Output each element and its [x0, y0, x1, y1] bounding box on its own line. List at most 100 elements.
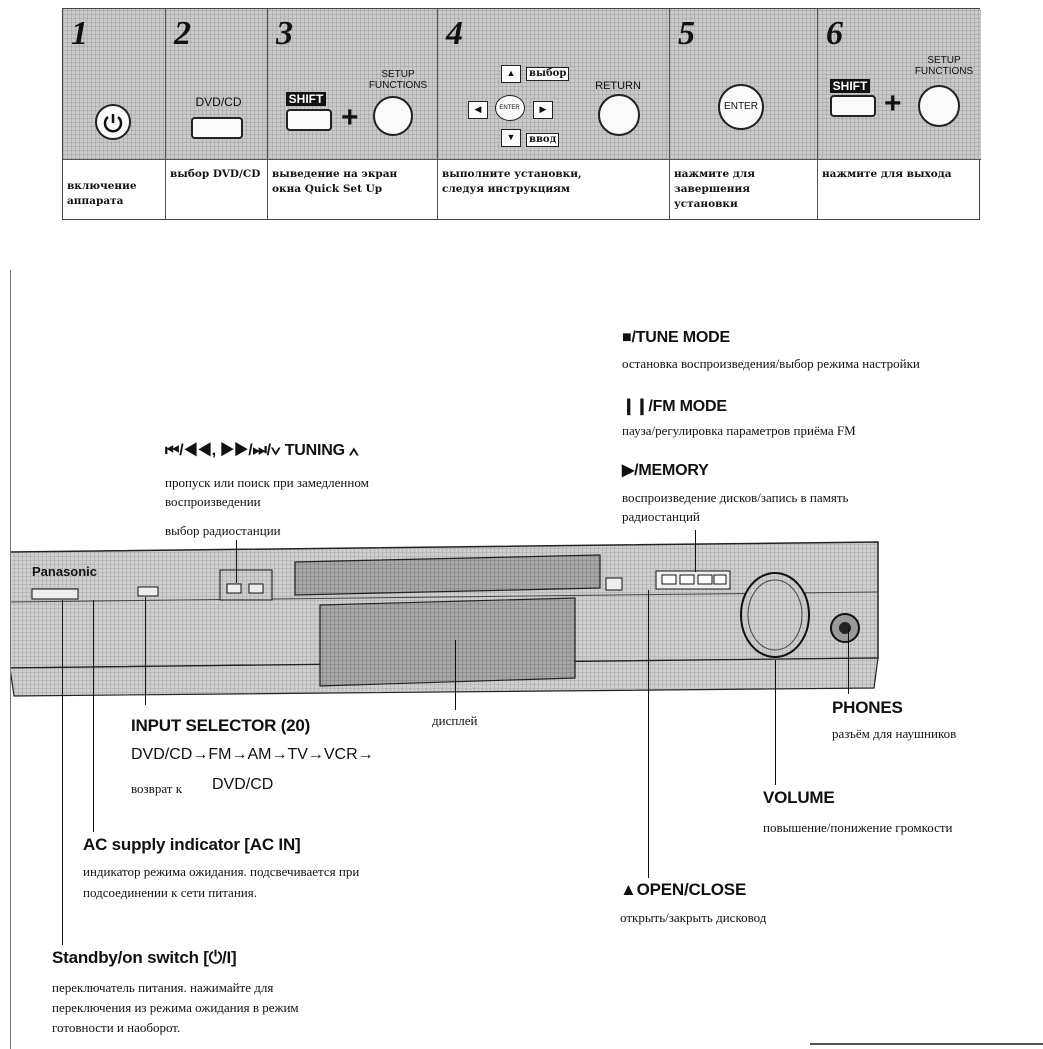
ac-in-title: AC supply indicator [AC IN]	[83, 835, 301, 854]
arrow-up-key: ▲	[501, 65, 521, 83]
open-close-button[interactable]	[605, 577, 623, 591]
skip-forward-button[interactable]	[248, 583, 264, 594]
step-2-illustration: 2 DVD/CD	[166, 9, 267, 160]
arrow-right-key: ▶	[533, 101, 553, 119]
power-icon	[103, 114, 123, 133]
step-caption: выполните установки, следуя инструкциям	[442, 168, 582, 195]
open-close-title: ▲OPEN/CLOSE	[620, 880, 747, 899]
leader-tuning	[236, 540, 237, 583]
return-button-illustration	[598, 94, 640, 136]
brand-logo: Panasonic	[32, 564, 97, 579]
input-selector-back-prefix: возврат к	[131, 781, 183, 796]
power-button-illustration	[95, 104, 131, 140]
leader-ac-in	[93, 600, 94, 832]
step-1-illustration: 1	[63, 9, 165, 160]
volume-title: VOLUME	[763, 788, 835, 807]
stop-button[interactable]	[661, 574, 677, 585]
leader-display	[455, 640, 456, 710]
phones-title: PHONES	[832, 698, 903, 717]
enter-button-illustration: ENTER	[718, 84, 764, 130]
display-label: дисплей	[432, 713, 478, 728]
dvd-cd-button-label: DVD/CD	[195, 95, 242, 109]
enter-center-button: ENTER	[495, 95, 525, 121]
setup-steps-strip: 1 включение аппарата 2 DVD/CD выбор DVD/…	[62, 8, 981, 220]
setup-button-illustration	[373, 96, 413, 136]
standby-desc-line3: готовности и наоборот.	[52, 1020, 181, 1035]
memory-desc-line1: воспроизведение дисков/запись в память	[622, 490, 849, 505]
shift-button-illustration	[286, 109, 332, 131]
standby-desc-line1: переключатель питания. нажимайте для	[52, 980, 274, 995]
plus-sign: +	[884, 87, 902, 120]
standby-title: Standby/on switch [⏻/I]	[52, 948, 237, 967]
step-number: 5	[678, 15, 695, 52]
open-close-desc: открыть/закрыть дисковод	[620, 910, 767, 925]
return-label: RETURN	[595, 80, 641, 92]
page-bottom-edge	[810, 1043, 1043, 1045]
step-3: 3 SHIFT + SETUP FUNCTIONS выведение на э…	[268, 9, 438, 219]
tuning-desc-line1: пропуск или поиск при замедленном	[165, 475, 369, 490]
tune-mode-desc: остановка воспроизведения/выбор режима н…	[622, 356, 920, 371]
leader-input-selector	[145, 597, 146, 705]
ac-in-desc-line1: индикатор режима ожидания. подсвечиваетс…	[83, 864, 360, 879]
setup-button-illustration	[918, 85, 960, 127]
step-5: 5 ENTER нажмите для завершения установки	[670, 9, 818, 219]
ac-in-desc-line2: подсоединении к сети питания.	[83, 885, 257, 900]
memory-title: ▶/MEMORY	[622, 462, 709, 479]
leader-phones	[848, 628, 849, 694]
input-selector-back-target: DVD/CD	[212, 776, 274, 793]
volume-desc: повышение/понижение громкости	[763, 820, 953, 835]
phones-desc: разъём для наушников	[832, 726, 957, 741]
leader-transport	[695, 530, 696, 572]
step-4: 4 ▲ выбор ◀ ENTER ▶ ▼ ввод RETURN выполн…	[438, 9, 670, 219]
step-number: 2	[174, 15, 191, 52]
step-caption: включение аппарата	[67, 180, 137, 207]
leader-open-close	[648, 590, 649, 878]
step-6-illustration: 6 SHIFT + SETUP FUNCTIONS	[818, 9, 981, 160]
enter-label: ENTER	[724, 101, 758, 112]
skip-back-button[interactable]	[226, 583, 242, 594]
memory-desc-line2: радиостанций	[622, 509, 700, 524]
step-1: 1 включение аппарата	[63, 9, 166, 219]
arrow-down-key: ▼	[501, 129, 521, 147]
step-4-illustration: 4 ▲ выбор ◀ ENTER ▶ ▼ ввод RETURN	[438, 9, 669, 160]
arrow-left-key: ◀	[468, 101, 488, 119]
pause-button[interactable]	[679, 574, 695, 585]
standby-desc-line2: переключения из режима ожидания в режим	[52, 1000, 299, 1015]
standby-switch[interactable]	[31, 588, 79, 600]
memory-button[interactable]	[713, 574, 727, 585]
setup-functions-label: SETUP FUNCTIONS	[914, 55, 974, 77]
step-caption: нажмите для завершения установки	[674, 168, 756, 210]
plus-sign: +	[341, 101, 359, 134]
fm-mode-desc: пауза/регулировка параметров приёма FM	[622, 423, 856, 438]
setup-functions-label: SETUP FUNCTIONS	[368, 69, 428, 91]
shift-button-illustration	[830, 95, 876, 117]
volume-knob[interactable]	[740, 572, 810, 658]
shift-key-label: SHIFT	[830, 79, 870, 93]
tune-mode-title: ■/TUNE MODE	[622, 329, 730, 346]
step-caption: нажмите для выхода	[822, 168, 952, 180]
dvd-cd-button-illustration	[191, 117, 243, 139]
step-3-illustration: 3 SHIFT + SETUP FUNCTIONS	[268, 9, 437, 160]
step-5-illustration: 5 ENTER	[670, 9, 817, 160]
fm-mode-title: ❙❙/FM MODE	[622, 398, 727, 415]
leader-volume	[775, 660, 776, 785]
step-number: 4	[446, 15, 463, 52]
tuning-desc-line2: воспроизведении	[165, 494, 261, 509]
step-6: 6 SHIFT + SETUP FUNCTIONS нажмите для вы…	[818, 9, 981, 219]
select-callout: выбор	[526, 67, 570, 81]
enter-center-label: ENTER	[499, 105, 520, 111]
tuning-desc-line3: выбор радиостанции	[165, 523, 281, 538]
step-number: 1	[71, 15, 88, 52]
step-number: 3	[276, 15, 293, 52]
tuning-title: ⏮/◀◀, ▶▶/⏭/∨ TUNING ∧	[165, 442, 359, 459]
page-left-edge	[10, 270, 11, 1049]
input-selector-button[interactable]	[137, 586, 159, 597]
step-2: 2 DVD/CD выбор DVD/CD	[166, 9, 268, 219]
play-button[interactable]	[697, 574, 713, 585]
step-caption: выведение на экран окна Quick Set Up	[272, 168, 398, 195]
input-selector-title: INPUT SELECTOR (20)	[131, 716, 311, 735]
receiver-front-panel: Panasonic	[10, 541, 879, 697]
input-selector-sequence: DVD/CD→FM→AM→TV→VCR→	[131, 746, 374, 763]
step-caption: выбор DVD/CD	[170, 168, 261, 180]
leader-standby	[62, 600, 63, 945]
